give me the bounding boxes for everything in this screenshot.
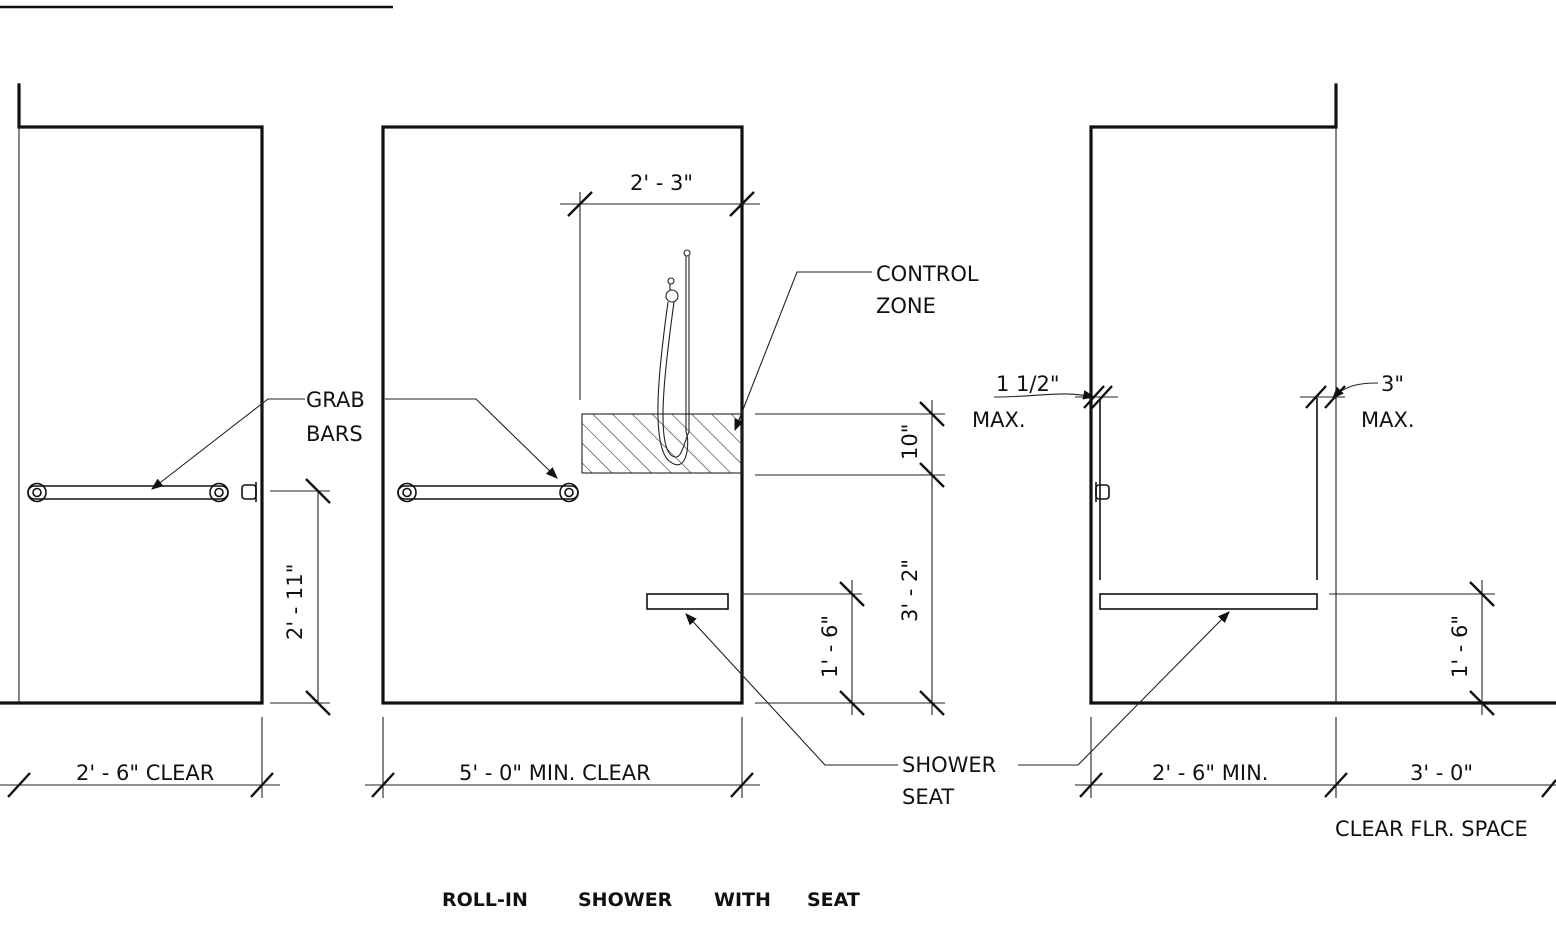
hand-shower-icon [657, 249, 691, 466]
grab-bars-label-line1: GRAB [306, 388, 365, 412]
right-seat-height-dimension: 1' - 6" [1448, 615, 1472, 678]
center-seat-height-dimension: 1' - 6" [818, 615, 842, 678]
shower-seat-label-line2: SEAT [902, 785, 954, 809]
control-zone-label-line2: ZONE [876, 294, 936, 318]
control-zone-height-dimension: 10" [898, 424, 922, 460]
title-word-3: WITH [714, 889, 771, 911]
max-1-5-label-line2: MAX. [972, 408, 1026, 432]
leaders [151, 271, 1379, 766]
left-elevation [0, 83, 331, 798]
left-control-knob [241, 482, 257, 502]
grab-bars-label-line2: BARS [306, 422, 363, 446]
title-word-1: ROLL-IN [442, 889, 528, 911]
center-shower-seat [646, 593, 729, 610]
control-zone-elev-dimension: 3' - 2" [898, 559, 922, 622]
control-zone-label-line1: CONTROL [876, 262, 979, 286]
left-grab-bar [27, 482, 229, 503]
max-1-5-label-line1: 1 1/2" [996, 372, 1060, 396]
max-3-label-line2: MAX. [1361, 408, 1415, 432]
left-bar-height-dimension: 2' - 11" [283, 564, 307, 640]
right-clear-space-dimension: 3' - 0" [1410, 761, 1473, 785]
left-width-dimension: 2' - 6" CLEAR [76, 761, 214, 785]
center-elevation [365, 125, 945, 798]
max-3-label-line1: 3" [1381, 372, 1404, 396]
shower-seat-label-line1: SHOWER [902, 753, 996, 777]
title-word-2: SHOWER [578, 889, 673, 911]
right-width-dimension: 2' - 6" MIN. [1152, 761, 1268, 785]
center-width-dimension: 5' - 0" MIN. CLEAR [459, 761, 651, 785]
title-word-4: SEAT [807, 889, 860, 911]
center-grab-bar [397, 482, 579, 503]
right-shower-seat [1099, 593, 1318, 610]
right-control-knob [1095, 482, 1110, 502]
right-elevation [1075, 83, 1556, 798]
control-zone-width-dimension: 2' - 3" [630, 171, 693, 195]
control-zone-hatch [581, 413, 743, 474]
clear-floor-space-label: CLEAR FLR. SPACE [1335, 817, 1528, 841]
